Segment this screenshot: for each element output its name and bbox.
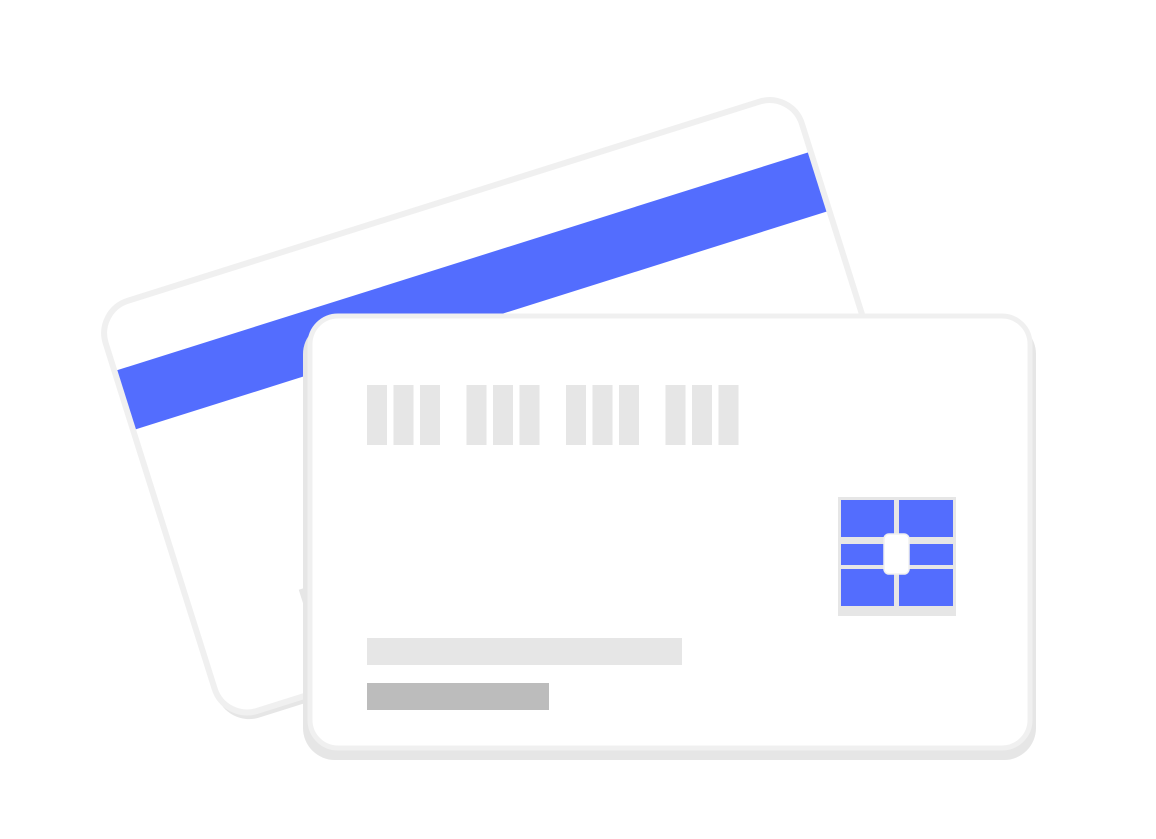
card-number <box>367 385 739 445</box>
card-number-digit-3-1 <box>566 385 586 445</box>
chip-pad-top-left <box>841 500 894 537</box>
chip-pad-top-right <box>899 500 953 537</box>
chip-pad-mid-left <box>841 544 885 565</box>
back-card-magnetic-stripe <box>117 152 827 430</box>
card-number-digit-1-3 <box>420 385 440 445</box>
front-card <box>303 313 1036 760</box>
card-number-digit-1-2 <box>393 385 414 445</box>
chip-pad-bottom-right <box>899 569 953 606</box>
card-number-digit-4-3 <box>718 385 739 445</box>
cardholder-name-placeholder <box>367 638 682 665</box>
card-number-digit-2-3 <box>519 385 540 445</box>
chip-pad-bottom-left <box>841 569 894 606</box>
card-number-digit-4-1 <box>665 385 686 445</box>
expiry-placeholder <box>367 683 549 710</box>
chip-center <box>883 533 910 575</box>
card-number-digit-2-1 <box>466 385 487 445</box>
card-number-digit-1-1 <box>367 385 387 445</box>
chip-pad-mid-right <box>909 544 953 565</box>
card-number-digit-4-2 <box>692 385 712 445</box>
card-number-digit-3-3 <box>619 385 639 445</box>
chip-icon <box>838 497 956 616</box>
card-number-digit-2-2 <box>493 385 513 445</box>
card-number-digit-3-2 <box>592 385 613 445</box>
